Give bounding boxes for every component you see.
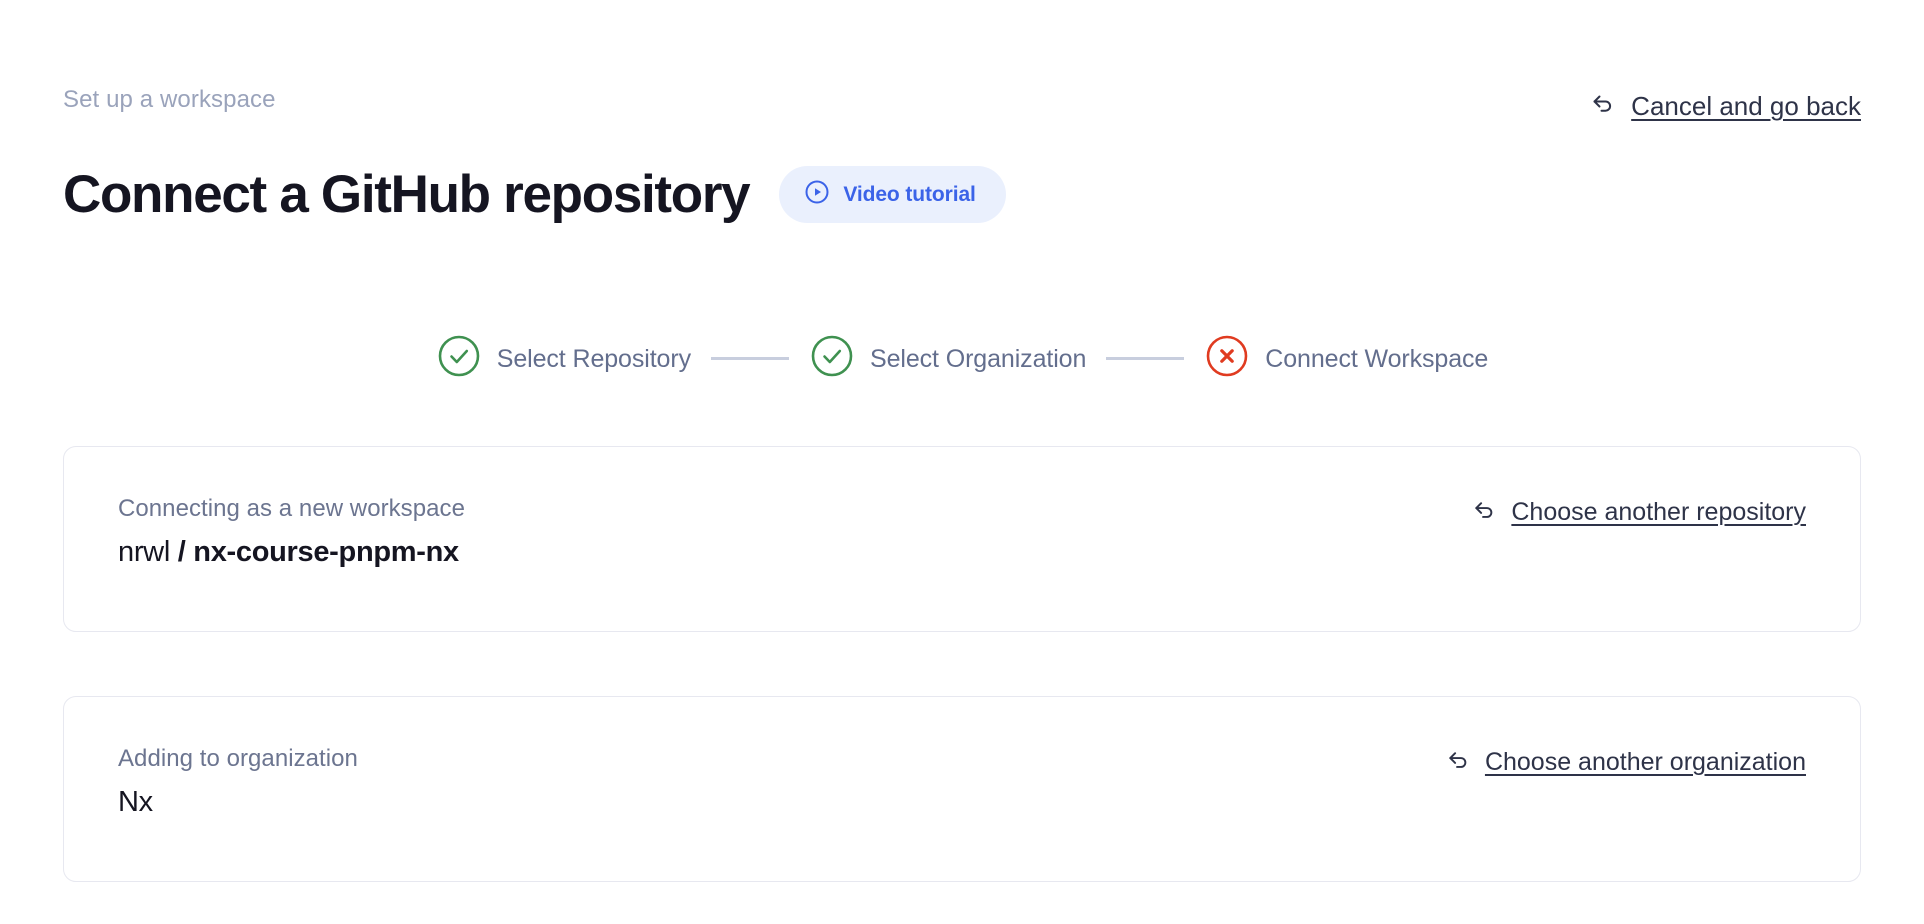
play-circle-icon	[804, 179, 830, 210]
step-connector-2	[1106, 357, 1185, 360]
choose-another-organization-label: Choose another organization	[1484, 747, 1806, 776]
progress-stepper: Select Repository Select Organization Co…	[63, 333, 1861, 384]
step-connect-workspace[interactable]: Connect Workspace	[1204, 333, 1488, 384]
choose-another-repository-link[interactable]: Choose another repository	[1470, 495, 1806, 529]
page-header: Set up a workspace Connect a GitHub repo…	[63, 0, 1861, 261]
video-tutorial-button[interactable]: Video tutorial	[779, 166, 1006, 223]
step-label: Select Repository	[496, 344, 691, 373]
repository-owner: nrwl	[118, 536, 170, 568]
check-circle-icon	[436, 333, 482, 384]
repository-separator: /	[177, 536, 186, 568]
step-select-organization[interactable]: Select Organization	[809, 333, 1086, 384]
choose-another-repository-label: Choose another repository	[1511, 497, 1806, 526]
repository-card: Connecting as a new workspace nrwl / nx-…	[63, 446, 1861, 632]
organization-card: Adding to organization Nx Choose another…	[63, 696, 1861, 882]
title-row: Connect a GitHub repository Video tutori…	[63, 128, 1861, 261]
breadcrumb: Set up a workspace	[63, 86, 276, 113]
step-select-repository[interactable]: Select Repository	[436, 333, 691, 384]
step-label: Connect Workspace	[1265, 344, 1489, 373]
organization-card-caption: Adding to organization	[118, 745, 358, 772]
check-circle-icon	[809, 333, 855, 384]
repository-card-caption: Connecting as a new workspace	[118, 495, 465, 522]
arrow-uturn-left-icon	[1470, 495, 1499, 529]
repository-name: nx-course-pnpm-nx	[193, 536, 459, 568]
cancel-and-go-back-link[interactable]: Cancel and go back	[1588, 88, 1861, 123]
video-tutorial-label: Video tutorial	[843, 182, 976, 206]
organization-name: Nx	[118, 786, 153, 818]
repository-card-value: nrwl / nx-course-pnpm-nx	[118, 534, 1806, 570]
x-circle-icon	[1204, 333, 1250, 384]
choose-another-organization-link[interactable]: Choose another organization	[1444, 745, 1806, 779]
page-title: Connect a GitHub repository	[63, 164, 751, 224]
step-connector-1	[711, 357, 789, 360]
step-label: Select Organization	[870, 344, 1087, 373]
arrow-uturn-left-icon	[1588, 88, 1618, 123]
arrow-uturn-left-icon	[1444, 745, 1473, 779]
cancel-and-go-back-label: Cancel and go back	[1631, 90, 1861, 121]
